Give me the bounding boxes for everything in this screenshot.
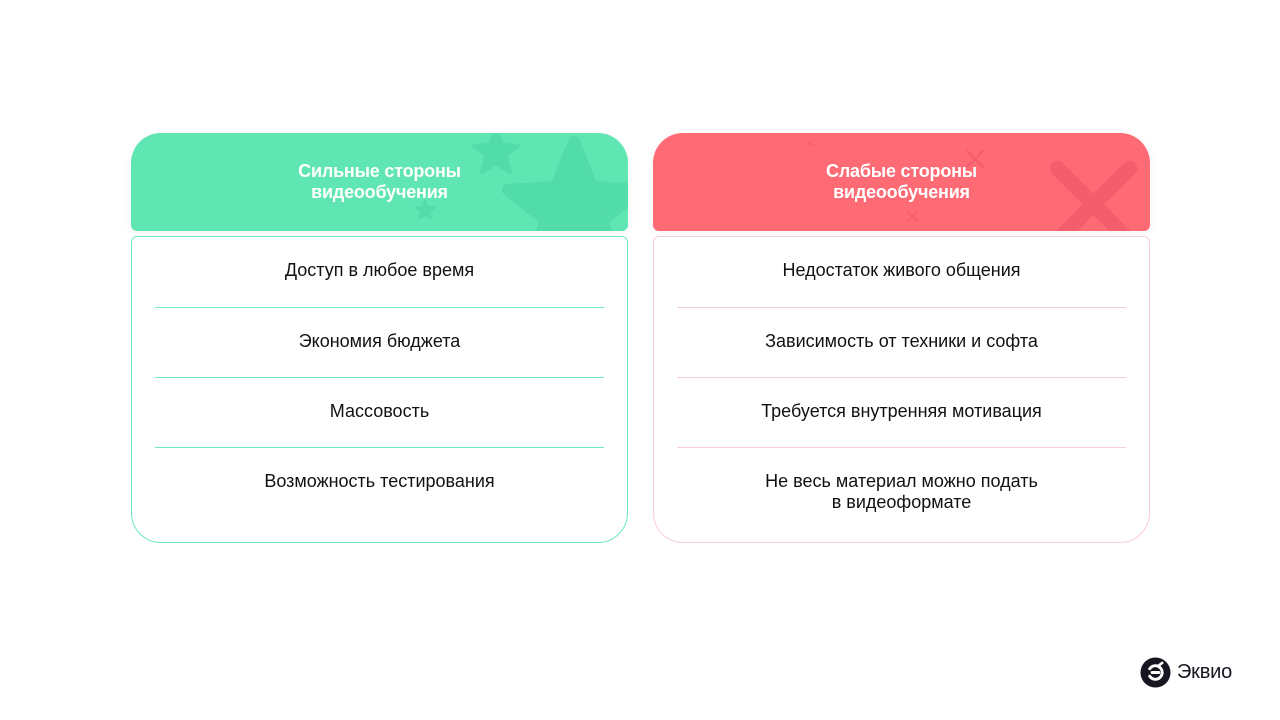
cross-decoration-icon — [966, 150, 984, 168]
cross-decoration-icon — [906, 210, 919, 223]
weaknesses-title: Слабые стороны видеообучения — [826, 161, 977, 202]
strength-text: Доступ в любое время — [284, 260, 475, 280]
star-decoration-icon — [414, 199, 436, 220]
strengths-list: Доступ в любое время Экономия бюджета Ма… — [131, 236, 628, 543]
weakness-text: Недостаток живого общения — [782, 260, 1021, 280]
list-item: Требуется внутренняя мотивация — [677, 377, 1126, 447]
strengths-column: Сильные стороны видеообучения Доступ в л… — [131, 133, 628, 543]
list-item: Доступ в любое время — [155, 237, 604, 307]
weaknesses-column: Слабые стороны видеообучения Недостаток … — [653, 133, 1150, 543]
weakness-text: Требуется внутренняя мотивация — [761, 401, 1042, 421]
weaknesses-list: Недостаток живого общения Зависимость от… — [653, 236, 1150, 543]
equio-logo-icon — [1140, 657, 1171, 688]
cross-decoration-icon — [1049, 160, 1138, 231]
brand-name: Эквио — [1177, 661, 1233, 683]
brand-logo: Эквио — [1140, 657, 1232, 688]
list-item: Не весь материал можно подать в видеофор… — [677, 447, 1126, 517]
strength-text: Экономия бюджета — [298, 331, 461, 351]
weakness-text: Не весь материал можно подать в видеофор… — [765, 471, 1038, 512]
list-item: Экономия бюджета — [155, 307, 604, 377]
star-decoration-icon — [472, 133, 520, 174]
list-item: Возможность тестирования — [155, 447, 604, 517]
star-decoration-icon — [502, 136, 628, 231]
strength-text: Массовость — [329, 401, 430, 421]
weaknesses-header: Слабые стороны видеообучения — [653, 133, 1150, 231]
list-item: Массовость — [155, 377, 604, 447]
strengths-title: Сильные стороны видеообучения — [298, 161, 461, 202]
strengths-header: Сильные стороны видеообучения — [131, 133, 628, 231]
cross-decoration-icon — [806, 139, 814, 147]
weakness-text: Зависимость от техники и софта — [765, 331, 1038, 351]
strength-text: Возможность тестирования — [264, 471, 495, 491]
list-item: Зависимость от техники и софта — [677, 307, 1126, 377]
list-item: Недостаток живого общения — [677, 237, 1126, 307]
